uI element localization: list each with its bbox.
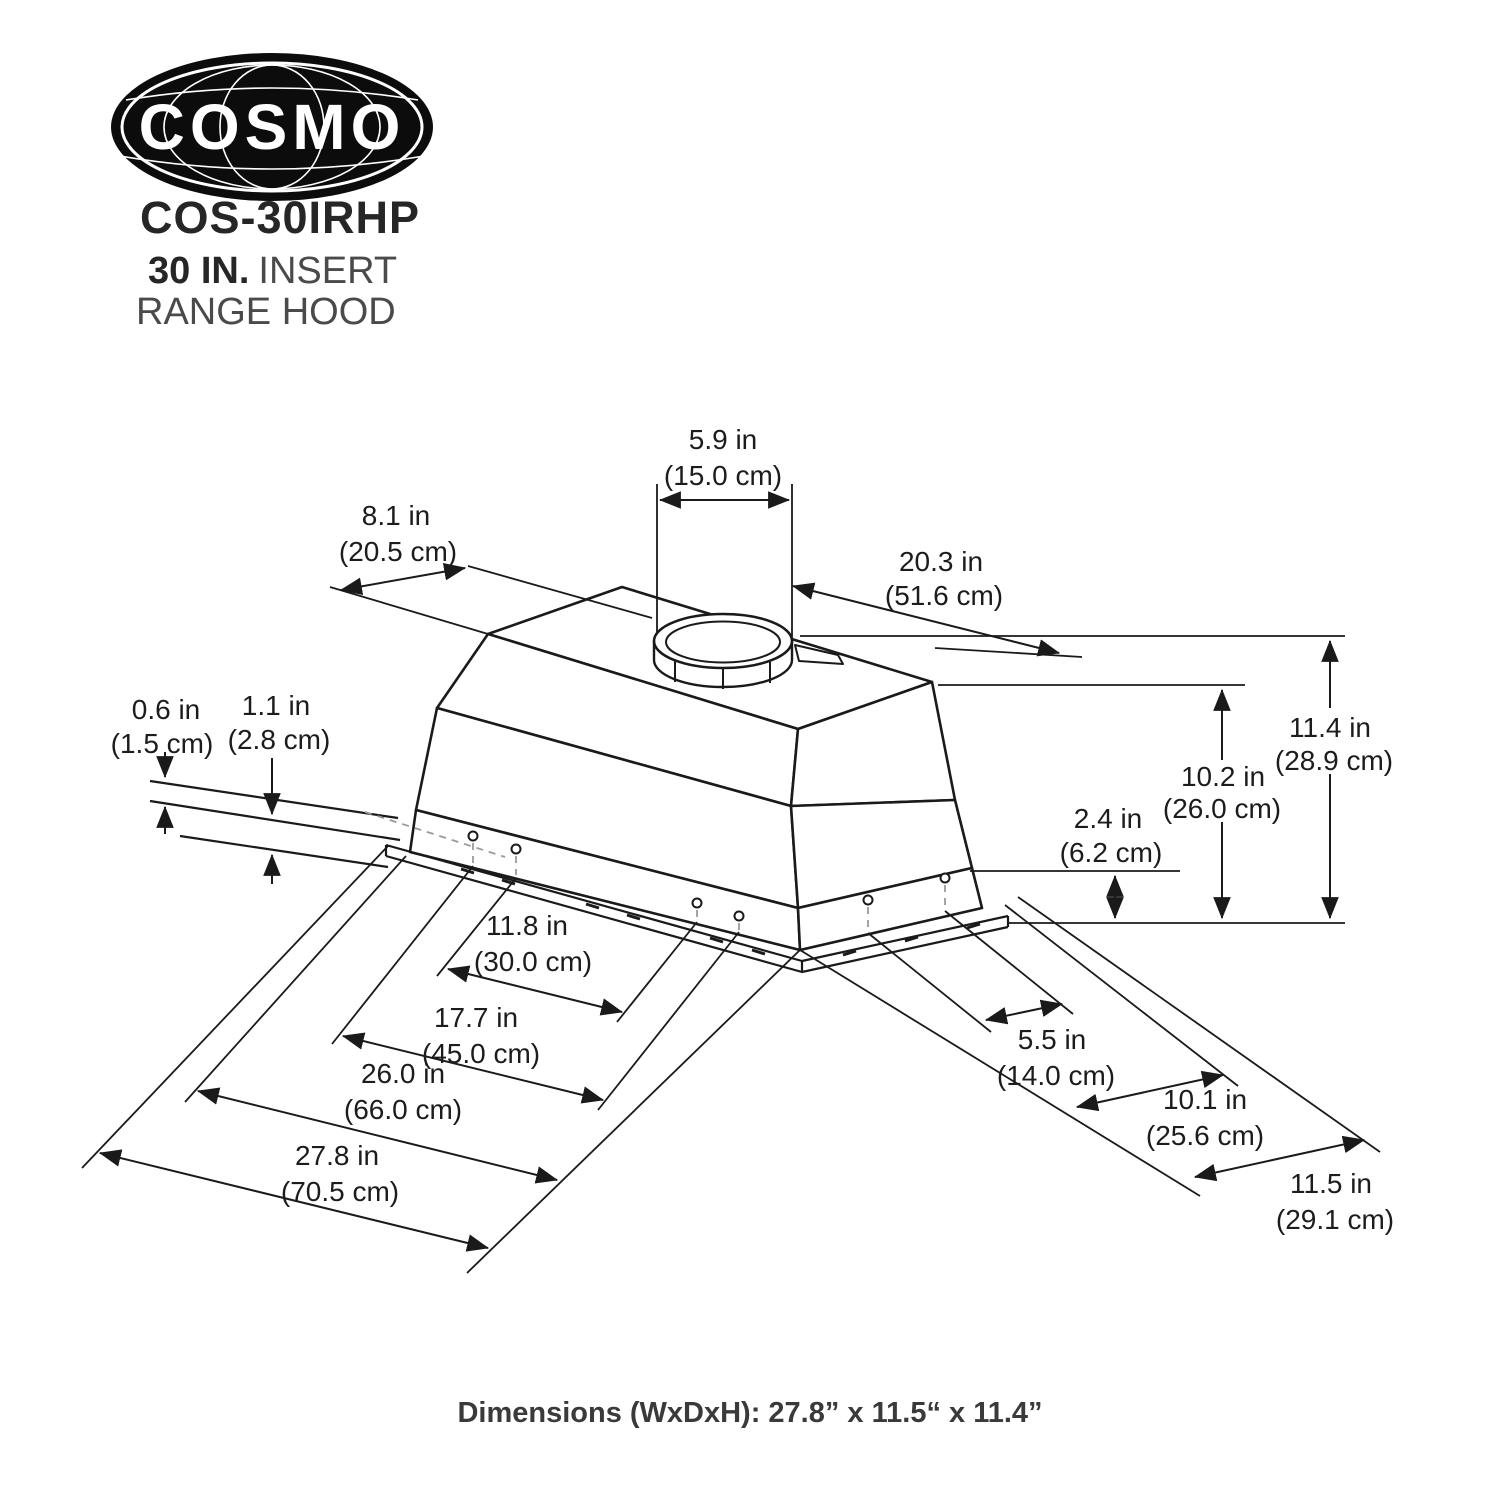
label-height-body: 10.2 in (26.0 cm) (1163, 761, 1281, 824)
label-width-holes-outer: 17.7 in (45.0 cm) (422, 1002, 540, 1069)
svg-text:26.0 in: 26.0 in (361, 1058, 445, 1089)
svg-text:(25.6 cm): (25.6 cm) (1146, 1120, 1264, 1151)
svg-text:1.1 in: 1.1 in (242, 690, 311, 721)
model-number: COS-30IRHP (140, 192, 420, 243)
label-top-offset: 8.1 in (20.5 cm) (339, 500, 457, 567)
svg-text:2.4 in: 2.4 in (1074, 803, 1143, 834)
dimension-labels: 5.9 in (15.0 cm) 8.1 in (20.5 cm) 20.3 i… (111, 424, 1394, 1235)
svg-text:(15.0 cm): (15.0 cm) (664, 460, 782, 491)
dim-line-depth-inner (1075, 1070, 1225, 1112)
label-lip-thickness: 0.6 in (1.5 cm) (111, 694, 214, 759)
label-height-total: 11.4 in (28.9 cm) (1275, 712, 1393, 776)
left-lip (149, 779, 401, 869)
label-top-depth: 20.3 in (51.6 cm) (885, 546, 1003, 611)
dim-line-depth-overall (1193, 1135, 1366, 1182)
dim-line-top-offset (339, 562, 467, 596)
svg-text:(51.6 cm): (51.6 cm) (885, 580, 1003, 611)
label-lip-height: 1.1 in (2.8 cm) (228, 690, 331, 755)
svg-text:(70.5 cm): (70.5 cm) (281, 1176, 399, 1207)
svg-text:(29.1 cm): (29.1 cm) (1276, 1204, 1394, 1235)
product-title-line1: 30 IN.INSERT (148, 250, 397, 292)
svg-text:20.3 in: 20.3 in (899, 546, 983, 577)
product-title-line2: RANGE HOOD (136, 291, 396, 333)
label-width-overall: 27.8 in (70.5 cm) (281, 1140, 399, 1207)
svg-text:(6.2 cm): (6.2 cm) (1060, 837, 1163, 868)
svg-text:0.6 in: 0.6 in (132, 694, 201, 725)
dim-line-width-holes-outer (341, 1032, 605, 1104)
dim-line-width-holes-inner (446, 965, 624, 1016)
label-duct-diameter: 5.9 in (15.0 cm) (664, 424, 782, 491)
screw-holes (467, 830, 951, 922)
label-height-band: 2.4 in (6.2 cm) (1060, 803, 1163, 868)
svg-text:(1.5 cm): (1.5 cm) (111, 728, 214, 759)
label-width-opening: 26.0 in (66.0 cm) (344, 1058, 462, 1125)
svg-text:11.8 in: 11.8 in (486, 910, 568, 941)
dim-line-width-opening (196, 1087, 559, 1184)
svg-text:(14.0 cm): (14.0 cm) (997, 1060, 1115, 1091)
logo-wordmark: COSMO (139, 91, 406, 163)
svg-text:(26.0 cm): (26.0 cm) (1163, 793, 1281, 824)
dim-line-width-overall (98, 1149, 490, 1252)
globe-icon (119, 64, 425, 190)
svg-text:(30.0 cm): (30.0 cm) (474, 946, 592, 977)
label-width-holes-inner: 11.8 in (30.0 cm) (474, 910, 592, 977)
svg-text:27.8 in: 27.8 in (295, 1140, 379, 1171)
svg-text:(2.8 cm): (2.8 cm) (228, 724, 331, 755)
svg-text:(66.0 cm): (66.0 cm) (344, 1094, 462, 1125)
svg-text:5.5 in: 5.5 in (1018, 1024, 1087, 1055)
dimensions-caption: Dimensions (WxDxH): 27.8” x 11.5“ x 11.4… (457, 1397, 1042, 1429)
cosmo-logo: COSMO (111, 53, 433, 201)
svg-text:8.1 in: 8.1 in (362, 500, 431, 531)
svg-text:5.9 in: 5.9 in (689, 424, 758, 455)
svg-text:11.4 in: 11.4 in (1289, 712, 1371, 743)
extension-lines (81, 484, 1381, 1274)
hidden-edges (364, 811, 946, 931)
svg-text:17.7 in: 17.7 in (434, 1002, 518, 1033)
flange-slots (460, 867, 981, 957)
label-backers (1160, 708, 1390, 822)
label-depth-holes: 5.5 in (14.0 cm) (997, 1024, 1115, 1091)
dim-line-depth-holes (984, 999, 1064, 1025)
svg-text:(28.9 cm): (28.9 cm) (1275, 745, 1393, 776)
label-depth-inner: 10.1 in (25.6 cm) (1146, 1084, 1264, 1151)
logo-ring (120, 61, 424, 193)
svg-text:11.5 in: 11.5 in (1290, 1168, 1372, 1199)
svg-text:10.1 in: 10.1 in (1163, 1084, 1247, 1115)
svg-text:(20.5 cm): (20.5 cm) (339, 536, 457, 567)
range-hood-drawing (149, 585, 1010, 974)
svg-text:(45.0 cm): (45.0 cm) (422, 1038, 540, 1069)
label-depth-overall: 11.5 in (29.1 cm) (1276, 1168, 1394, 1235)
logo-ellipse (111, 53, 433, 201)
svg-text:10.2 in: 10.2 in (1181, 761, 1265, 792)
dim-line-top-depth (791, 582, 1061, 657)
